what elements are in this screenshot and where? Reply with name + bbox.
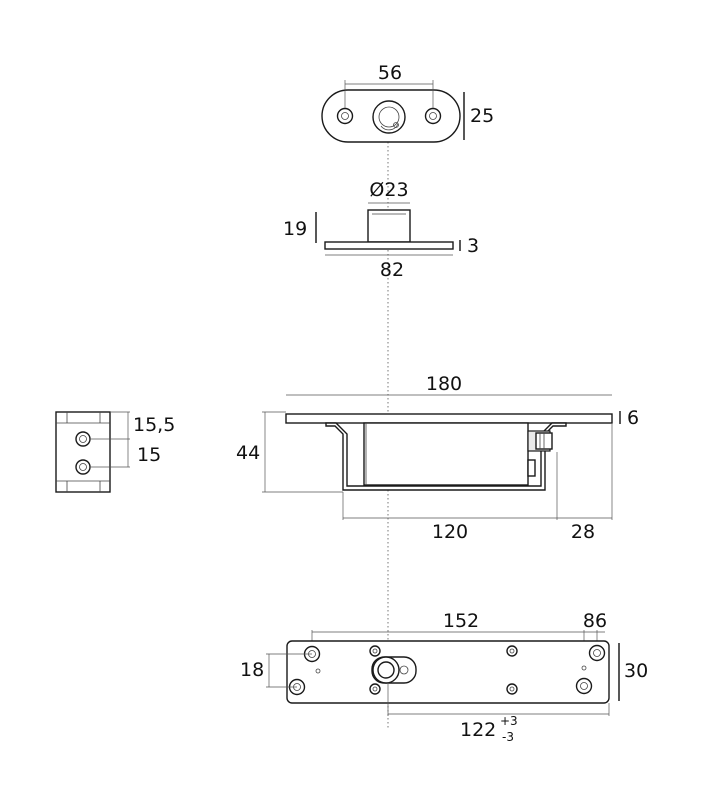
dim-keeper-plate-thickness: 3 [467,235,479,257]
dim-side-lower: 15 [137,444,161,466]
dim-bottom-end-offset: 86 [583,610,607,632]
dim-collar-diameter: Ø23 [369,179,408,201]
dim-top-plate-width: 56 [378,62,402,84]
dim-case-body-length: 120 [432,521,468,543]
bottom-plate-view: 152 86 18 30 [240,610,648,744]
keeper-side-view: Ø23 19 3 82 [283,179,479,281]
dim-bottom-center-distance: 122 [460,719,496,741]
top-plate-view: 56 25 [321,62,494,143]
lock-case-view: 180 6 44 120 28 [236,373,639,543]
dim-keeper-height: 19 [283,218,307,240]
dim-tolerance-lower: -3 [502,730,514,744]
dim-case-depth: 44 [236,442,260,464]
dim-bottom-hole-spacing: 152 [443,610,479,632]
lock-side-view: 15,5 15 [55,411,175,493]
dim-bottom-hole-offset: 18 [240,659,264,681]
dim-case-flange-thickness: 6 [627,407,639,429]
dim-case-offset: 28 [571,521,595,543]
dim-keeper-length: 82 [380,259,404,281]
dim-case-length: 180 [426,373,462,395]
dim-top-plate-height: 25 [470,105,494,127]
dim-side-upper: 15,5 [133,414,175,436]
dim-bottom-width: 30 [624,660,648,682]
dim-tolerance-upper: +3 [500,714,518,728]
